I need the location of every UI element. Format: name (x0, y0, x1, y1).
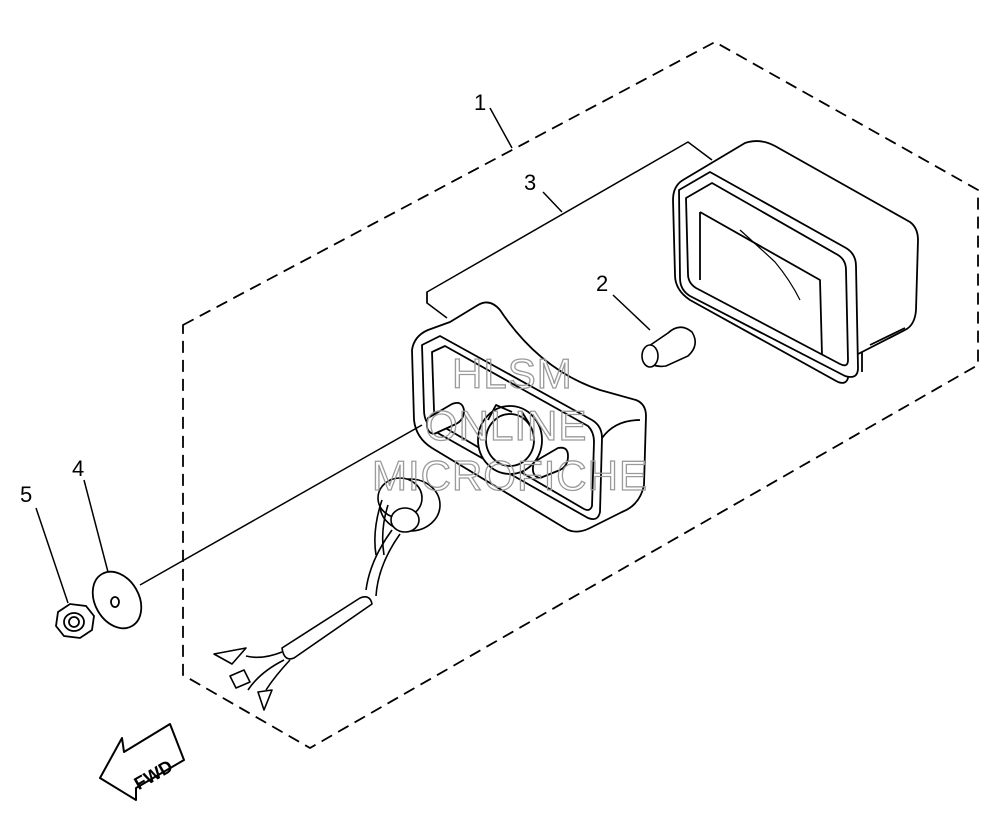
tail-lens (672, 140, 919, 384)
bracket-3 (426, 141, 713, 303)
callout-2: 2 (596, 271, 608, 296)
lamp-housing (411, 301, 647, 533)
bulb (641, 326, 696, 368)
watermark-line-3: MICROFICHE (372, 452, 648, 499)
leader-line-5 (35, 507, 69, 604)
fwd-arrow-shape (99, 723, 185, 801)
nut (55, 603, 95, 639)
leader-bracket-3 (426, 292, 448, 319)
washer (91, 570, 143, 630)
assembly-axis-line (139, 424, 423, 586)
leader-line-3 (542, 191, 563, 213)
watermark: HLSM ONLINE MICROFICHE (371, 349, 648, 499)
callout-4: 4 (72, 456, 84, 481)
fwd-arrow: FWD (99, 723, 185, 801)
watermark-line-1: HLSM (452, 350, 573, 397)
leader-line-4 (83, 479, 109, 573)
callout-3: 3 (524, 170, 536, 195)
wiring-harness (213, 477, 441, 711)
callout-1: 1 (474, 90, 486, 115)
watermark-line-2: ONLINE (425, 402, 587, 449)
callout-5: 5 (20, 482, 32, 507)
leader-line-1 (489, 107, 513, 149)
leader-line-2 (612, 294, 651, 331)
assembly-boundary (182, 40, 979, 750)
